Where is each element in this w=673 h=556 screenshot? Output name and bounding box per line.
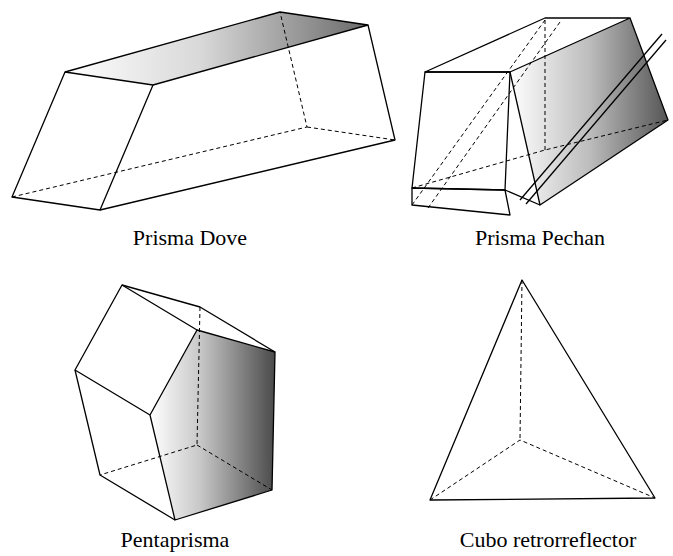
pentaprism [75,285,275,520]
pechan-hidden-diagonal [428,22,560,208]
pechan-slanted-edges [510,18,668,205]
pentaprism-front-outline [150,330,275,520]
pechan-hidden-edge [545,20,546,150]
dove-hidden-edge [307,127,395,140]
pentaprism-front-face [150,330,275,520]
prism-caption: Prisma Dove [133,225,247,250]
corner-cube-hidden-edge [520,280,522,440]
pechan-hidden-edges [412,120,668,188]
prism-caption-box: Pentaprisma [121,528,230,552]
prism-caption-box: Prisma Pechan [475,226,605,250]
pechan-front-face [412,72,510,190]
pechan-bottom-strip [412,188,510,215]
dove-prism [12,12,395,210]
pechan-top-face [425,18,630,72]
prism-caption-box: Cubo retrorreflector [460,528,637,552]
corner-cube-outline [430,280,655,500]
dove-side-edges [100,25,395,210]
dove-top-face [65,12,368,85]
prism-caption-box: Prisma Dove [133,226,247,250]
prism-caption: Prisma Pechan [475,225,605,250]
pentaprism-hidden-edges [100,307,200,475]
pentaprism-left-face [75,285,197,415]
pechan-slanted-face [510,18,668,205]
corner-cube [430,280,655,500]
dove-hidden-edges [12,12,307,197]
pechan-air-gap [526,40,666,204]
pechan-prism [412,18,668,215]
pentaprism-lower-face [75,370,175,520]
prism-caption: Cubo retrorreflector [460,527,637,552]
pechan-air-gap [520,34,662,200]
corner-cube-hidden-edges [430,440,655,500]
pentaprism-hidden-edge [197,445,272,490]
pentaprism-top-face [122,285,275,352]
dove-top-edges [65,12,368,85]
dove-front-face [12,72,153,210]
prism-caption: Pentaprisma [121,527,230,552]
